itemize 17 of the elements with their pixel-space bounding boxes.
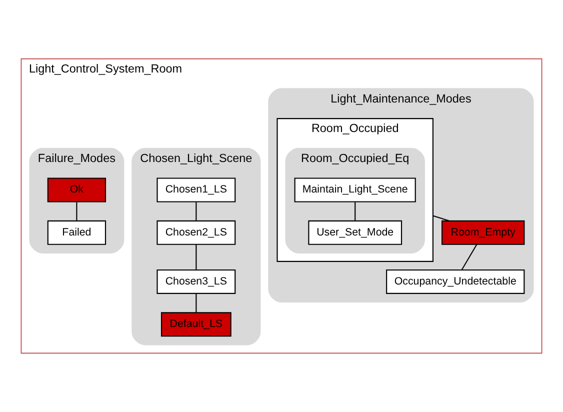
connector	[432, 215, 450, 222]
node-box: Chosen2_LS	[156, 220, 236, 245]
connector	[461, 244, 478, 270]
connector	[196, 202, 197, 221]
node-box: Failed	[47, 220, 106, 245]
node-box: Default_LS	[160, 312, 232, 337]
connector	[76, 202, 78, 221]
node-box: Chosen3_LS	[156, 269, 236, 294]
node-box: Occupancy_Undetectable	[386, 269, 525, 294]
node-box: Ok	[47, 178, 106, 202]
connector	[354, 202, 356, 221]
node-box: Maintain_Light_Scene	[294, 178, 416, 202]
node-box: User_Set_Mode	[308, 220, 402, 245]
connector	[196, 244, 197, 270]
node-box: Room_Empty	[442, 220, 525, 245]
node-box: Chosen1_LS	[156, 178, 236, 202]
connector	[196, 294, 197, 313]
